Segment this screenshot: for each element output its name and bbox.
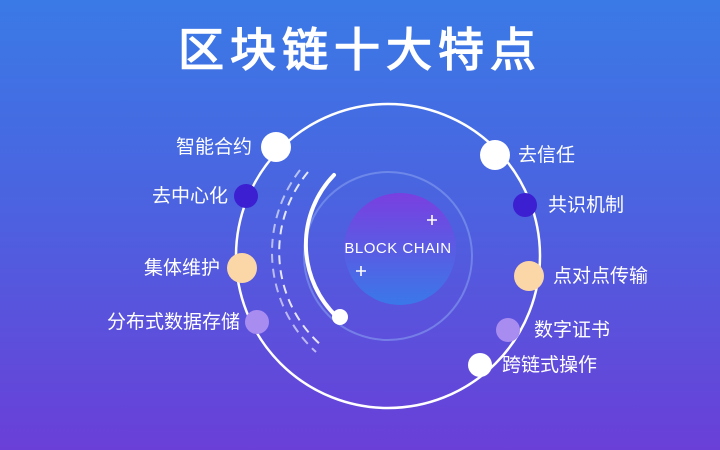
arc-end-dot	[332, 309, 348, 325]
dot-smart-contract	[261, 132, 291, 162]
dot-digital-certificate	[496, 318, 520, 342]
feature-label-digital-certificate: 数字证书	[534, 319, 611, 341]
page-title: 区块链十大特点	[178, 23, 542, 77]
inner-orbit-ring	[303, 171, 473, 341]
dot-trustless	[480, 140, 510, 170]
dot-consensus	[513, 193, 537, 217]
feature-label-distributed-storage: 分布式数据存储	[106, 311, 240, 333]
dot-collective-maintenance	[227, 253, 257, 283]
core-label: BLOCK CHAIN	[344, 240, 452, 257]
dot-p2p	[514, 261, 544, 291]
feature-label-collective-maintenance: 集体维护	[143, 257, 220, 279]
progress-arc	[303, 173, 339, 319]
dot-decentralized	[234, 184, 258, 208]
feature-label-consensus: 共识机制	[548, 194, 625, 216]
feature-label-smart-contract: 智能合约	[175, 136, 252, 158]
dashed-arc-outer	[278, 171, 323, 347]
feature-label-decentralized: 去中心化	[151, 185, 228, 207]
feature-label-cross-chain: 跨链式操作	[502, 354, 598, 376]
dot-distributed-storage	[245, 310, 269, 334]
feature-label-trustless: 去信任	[518, 144, 576, 166]
feature-label-p2p: 点对点传输	[553, 265, 649, 287]
blockchain-core	[344, 193, 456, 305]
plus-icon	[356, 266, 366, 276]
dashed-arc-inner	[271, 169, 317, 353]
dot-cross-chain	[468, 353, 492, 377]
plus-icon	[427, 215, 437, 225]
